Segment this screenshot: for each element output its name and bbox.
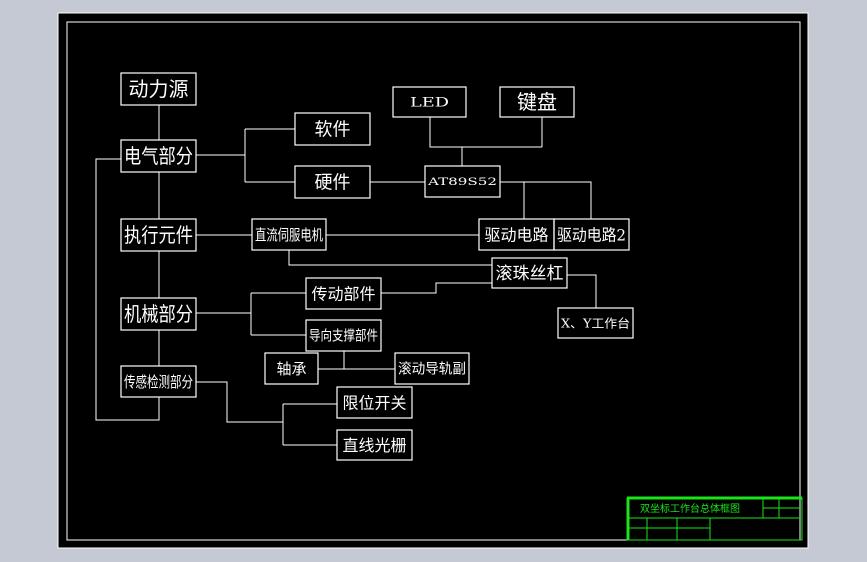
- node-box: [120, 72, 197, 106]
- node-label: 直流伺服电机: [255, 226, 323, 244]
- node-label: 硬件: [315, 172, 351, 193]
- node-guide: 导向支撑部件: [305, 319, 382, 352]
- node-label: 直线光栅: [343, 436, 407, 455]
- node-box: [120, 365, 197, 398]
- node-mechanical: 机械部分: [120, 297, 197, 331]
- node-label: 动力源: [129, 77, 189, 101]
- node-label: 驱动电路2: [557, 225, 626, 244]
- node-box: [120, 218, 197, 252]
- node-label: 滚动导轨副: [398, 361, 466, 378]
- node-sensing: 传感检测部分: [120, 365, 197, 398]
- node-table: X、Y工作台: [557, 307, 634, 339]
- node-label: AT89S52: [426, 177, 497, 188]
- title-block: 双坐标工作台总体框图: [626, 496, 803, 541]
- node-box: [336, 386, 413, 419]
- node-box: [394, 352, 470, 385]
- drawing-frame: [66, 21, 801, 541]
- drawing-sheet: [57, 12, 809, 549]
- node-ballscrew: 滚珠丝杠: [491, 257, 568, 289]
- node-electrical: 电气部分: [120, 139, 197, 173]
- node-keyboard: 键盘: [499, 86, 575, 118]
- connectors: [95, 105, 597, 446]
- node-label: X、Y工作台: [561, 315, 630, 330]
- node-box: [251, 218, 327, 251]
- node-label: 执行元件: [124, 223, 193, 247]
- node-box: [264, 352, 319, 385]
- node-rail: 滚动导轨副: [394, 352, 470, 385]
- node-box: [557, 307, 634, 339]
- title-block-title: 双坐标工作台总体框图: [640, 502, 740, 515]
- node-label: 限位开关: [343, 393, 407, 412]
- node-software: 软件: [294, 112, 371, 146]
- node-box: [305, 277, 382, 310]
- node-label: 传动部件: [312, 284, 376, 303]
- node-hardware: 硬件: [294, 165, 371, 199]
- node-box: [499, 86, 575, 118]
- node-label: 键盘: [517, 90, 557, 114]
- node-label: 电气部分: [124, 144, 193, 168]
- node-box: [491, 257, 568, 289]
- node-power: 动力源: [120, 72, 197, 106]
- node-led: LED: [392, 86, 467, 118]
- node-label: 软件: [315, 119, 351, 140]
- node-label: 传感检测部分: [124, 373, 193, 391]
- node-box: [305, 319, 382, 352]
- node-driver2: 驱动电路2: [553, 218, 630, 251]
- node-box: [392, 86, 467, 118]
- node-actuator: 执行元件: [120, 218, 197, 252]
- node-grating: 直线光栅: [336, 429, 413, 461]
- node-transmission: 传动部件: [305, 277, 382, 310]
- node-servo: 直流伺服电机: [251, 218, 327, 251]
- node-label: 导向支撑部件: [309, 329, 378, 345]
- node-limit: 限位开关: [336, 386, 413, 419]
- node-mcu: AT89S52: [424, 165, 501, 198]
- node-box: [424, 165, 501, 198]
- node-box: [294, 112, 371, 146]
- node-box: [294, 165, 371, 199]
- node-label: LED: [410, 96, 449, 111]
- node-label: 机械部分: [124, 302, 193, 326]
- node-label: 滚珠丝杠: [496, 264, 564, 284]
- node-label: 驱动电路: [485, 225, 549, 244]
- node-box: [336, 429, 413, 461]
- node-label: 轴承: [277, 360, 307, 378]
- node-bearing: 轴承: [264, 352, 319, 385]
- node-box: [120, 139, 197, 173]
- node-box: [553, 218, 630, 251]
- node-box: [120, 297, 197, 331]
